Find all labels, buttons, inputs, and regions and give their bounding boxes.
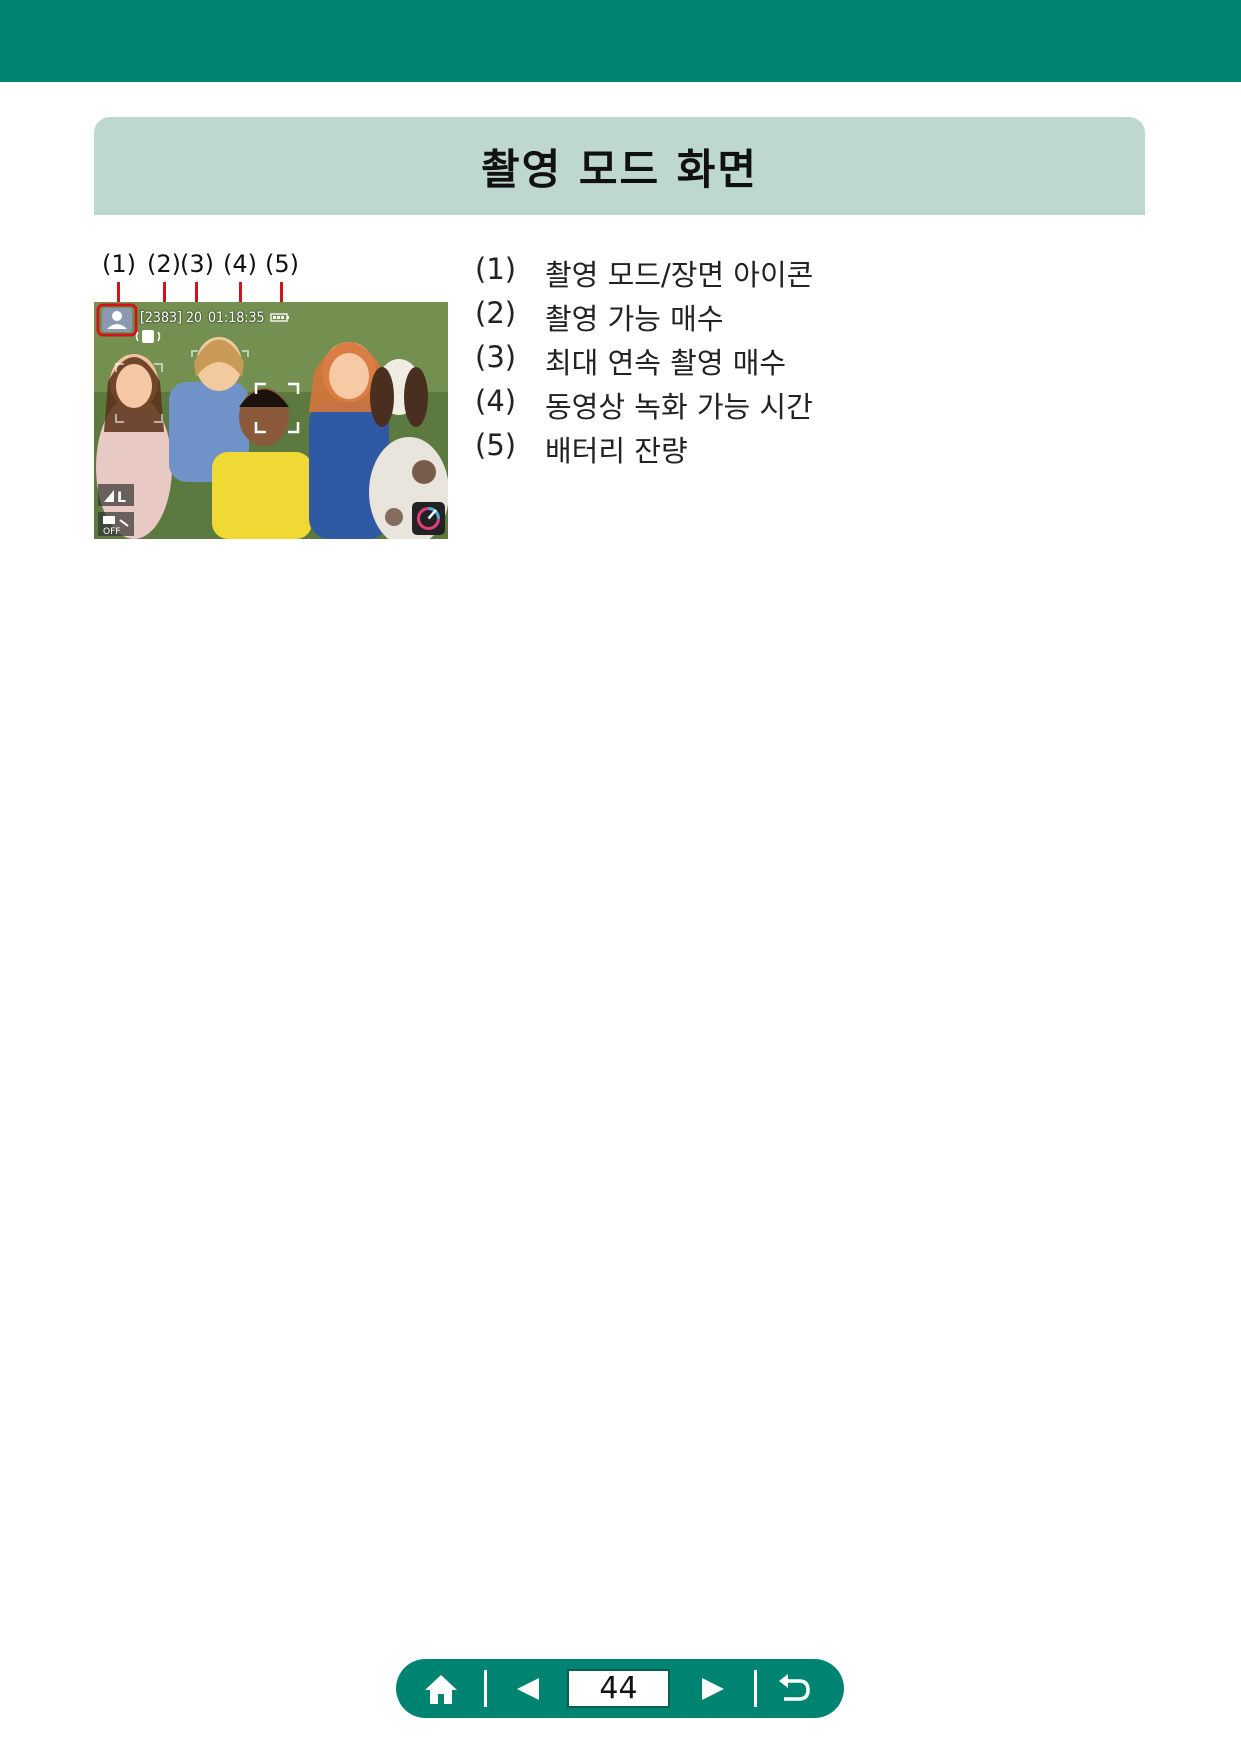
max-burst: 20 <box>186 310 203 326</box>
nav-divider <box>754 1670 757 1707</box>
af-frame-faint <box>115 350 249 423</box>
item-text: 동영상 녹화 가능 시간 <box>545 390 813 424</box>
page-navigation: 44 <box>396 1659 844 1718</box>
item-text: 촬영 모드/장면 아이콘 <box>545 258 814 292</box>
item-text: 촬영 가능 매수 <box>545 302 724 336</box>
screen-overlay: L OFF <box>96 303 445 537</box>
back-button[interactable] <box>771 1659 817 1718</box>
list-item: (3) 최대 연속 촬영 매수 <box>475 340 1075 384</box>
page-number-field[interactable]: 44 <box>567 1669 670 1708</box>
page-number: 44 <box>599 1671 638 1706</box>
movie-time: 01:18:35 <box>208 310 265 326</box>
shooting-mode-person-icon <box>96 303 138 337</box>
image-quality-l-icon: L <box>98 484 134 506</box>
description-list: (1) 촬영 모드/장면 아이콘 (2) 촬영 가능 매수 (3) 최대 연속 … <box>475 252 1075 472</box>
list-item: (5) 배터리 잔량 <box>475 428 1075 472</box>
home-button[interactable] <box>418 1659 464 1718</box>
item-text: 배터리 잔량 <box>545 434 688 468</box>
prev-page-icon <box>517 1677 539 1700</box>
page-title: 촬영 모드 화면 <box>480 144 759 194</box>
list-item: (1) 촬영 모드/장면 아이콘 <box>475 252 1075 296</box>
callout-3: (3) <box>180 250 214 278</box>
list-item: (2) 촬영 가능 매수 <box>475 296 1075 340</box>
back-icon <box>779 1673 810 1701</box>
item-number: (2) <box>475 296 517 330</box>
item-number: (1) <box>475 252 517 286</box>
image-stabilizer-icon <box>135 330 161 343</box>
shots-remaining: [2383] <box>140 310 182 326</box>
callout-2: (2) <box>147 250 181 278</box>
touch-shutter-off-icon: OFF <box>98 512 134 537</box>
touch-shutter-off-label: OFF <box>103 527 120 537</box>
callout-line-1 <box>117 282 120 306</box>
next-page-icon <box>702 1677 724 1700</box>
battery-icon <box>270 313 289 322</box>
top-banner <box>0 0 1241 82</box>
callout-1: (1) <box>102 250 136 278</box>
item-number: (5) <box>475 428 517 462</box>
callout-line-2 <box>163 282 166 308</box>
item-number: (4) <box>475 384 517 418</box>
callout-5: (5) <box>265 250 299 278</box>
callout-line-5 <box>280 282 283 308</box>
section-header: 촬영 모드 화면 <box>94 117 1145 215</box>
af-frame-main <box>254 382 300 434</box>
item-text: 최대 연속 촬영 매수 <box>545 346 787 380</box>
next-page-button[interactable] <box>691 1659 735 1718</box>
list-item: (4) 동영상 녹화 가능 시간 <box>475 384 1075 428</box>
scene-photo <box>94 302 448 539</box>
callout-line-3 <box>195 282 198 308</box>
home-icon <box>425 1674 457 1704</box>
creative-assist-icon <box>412 502 445 535</box>
camera-screen: L OFF [2383] 20 01:18:35 <box>94 302 448 539</box>
svg-text:L: L <box>117 490 126 506</box>
callout-line-4 <box>239 282 242 308</box>
callout-4: (4) <box>223 250 257 278</box>
prev-page-button[interactable] <box>506 1659 550 1718</box>
nav-divider <box>484 1670 487 1707</box>
item-number: (3) <box>475 340 517 374</box>
callout-labels: (1) (2) (3) (4) (5) <box>94 250 454 310</box>
